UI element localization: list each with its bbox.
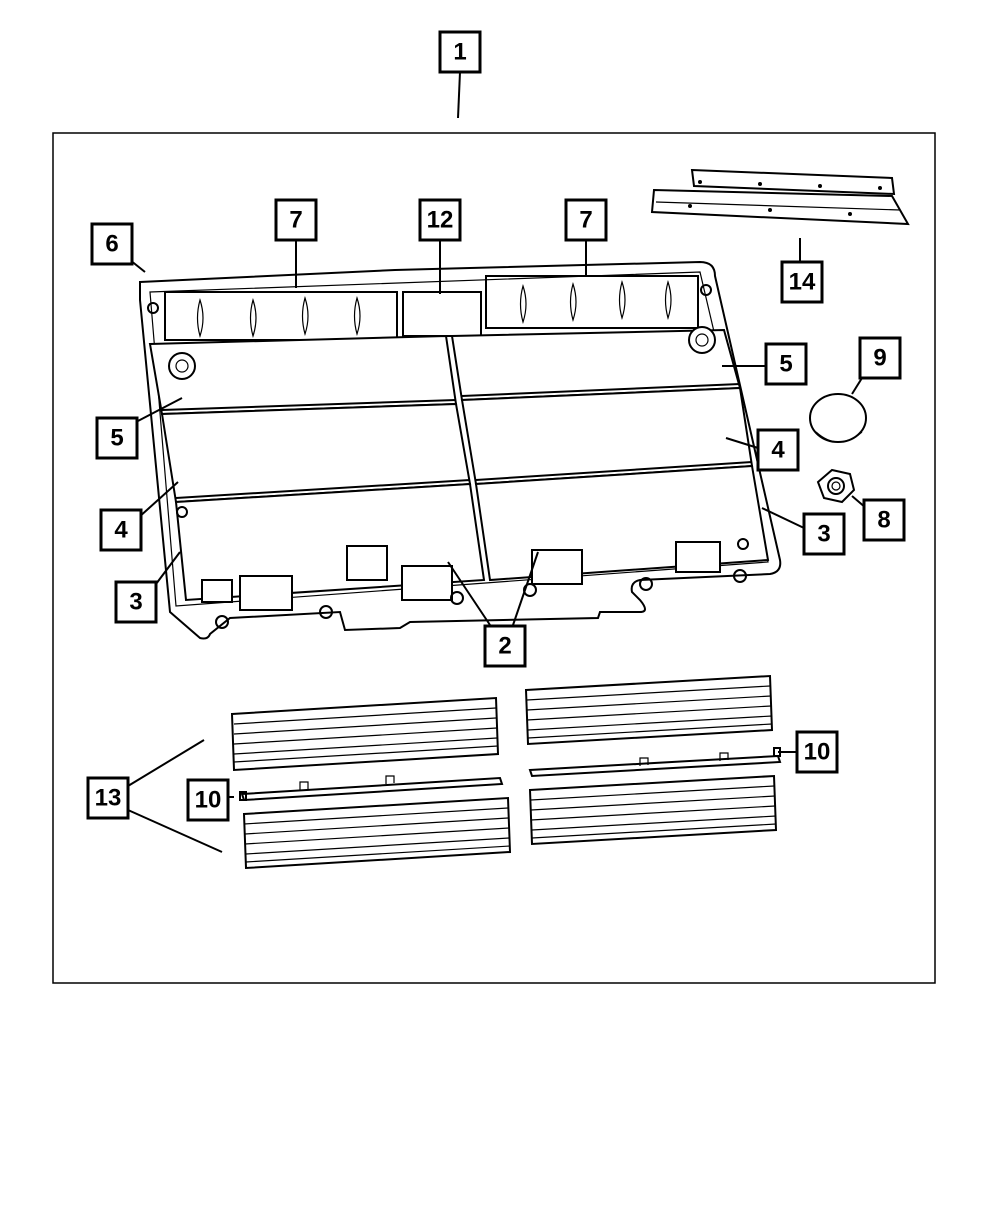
callout-5-left: 5 — [95, 416, 139, 460]
callout-12: 12 — [418, 198, 462, 242]
callout-7-left: 7 — [274, 198, 318, 242]
cargo-mat-lower-left — [242, 796, 512, 870]
svg-text:3: 3 — [817, 521, 830, 548]
svg-text:1: 1 — [453, 39, 466, 66]
svg-text:14: 14 — [789, 269, 816, 296]
cap — [809, 393, 867, 443]
callout-14: 14 — [780, 260, 824, 304]
bin-ribs-left — [196, 295, 361, 339]
svg-text:5: 5 — [779, 351, 792, 378]
cargo-mat-lower-right — [528, 774, 778, 846]
hinge-rail — [650, 168, 910, 226]
diagram-frame — [52, 132, 936, 984]
callout-4-left: 4 — [99, 508, 143, 552]
svg-text:5: 5 — [110, 425, 123, 452]
svg-text:4: 4 — [771, 437, 785, 464]
callout-8: 8 — [862, 498, 906, 542]
callout-3-left: 3 — [114, 580, 158, 624]
cargo-mat-upper-right — [524, 674, 774, 746]
svg-text:7: 7 — [289, 207, 302, 234]
svg-text:4: 4 — [114, 517, 128, 544]
svg-text:10: 10 — [804, 739, 831, 766]
retainer-strip-right — [528, 747, 782, 778]
cargo-tray-assembly — [139, 260, 782, 640]
callout-10-right: 10 — [795, 730, 839, 774]
retainer-strip-left — [239, 775, 504, 802]
callout-5-right: 5 — [764, 342, 808, 386]
bin-ribs-right — [519, 279, 672, 325]
callout-2: 2 — [483, 624, 527, 668]
callout-1: 1 — [438, 30, 482, 74]
svg-text:10: 10 — [195, 787, 222, 814]
mounting-holes — [147, 284, 749, 629]
callout-10-left: 10 — [186, 778, 230, 822]
cargo-mat-upper-left — [230, 696, 500, 772]
svg-text:3: 3 — [129, 589, 142, 616]
svg-text:13: 13 — [95, 785, 122, 812]
nut — [816, 468, 856, 504]
svg-text:9: 9 — [873, 345, 886, 372]
svg-text:8: 8 — [877, 507, 890, 534]
callout-13: 13 — [86, 776, 130, 820]
callout-9: 9 — [858, 336, 902, 380]
svg-text:2: 2 — [498, 633, 511, 660]
svg-text:7: 7 — [579, 207, 592, 234]
callout-7-right: 7 — [564, 198, 608, 242]
callout-6: 6 — [90, 222, 134, 266]
callout-3-right: 3 — [802, 512, 846, 556]
leader-lines — [127, 71, 867, 853]
svg-text:6: 6 — [105, 231, 118, 258]
svg-text:12: 12 — [427, 207, 454, 234]
callout-4-right: 4 — [756, 428, 800, 472]
